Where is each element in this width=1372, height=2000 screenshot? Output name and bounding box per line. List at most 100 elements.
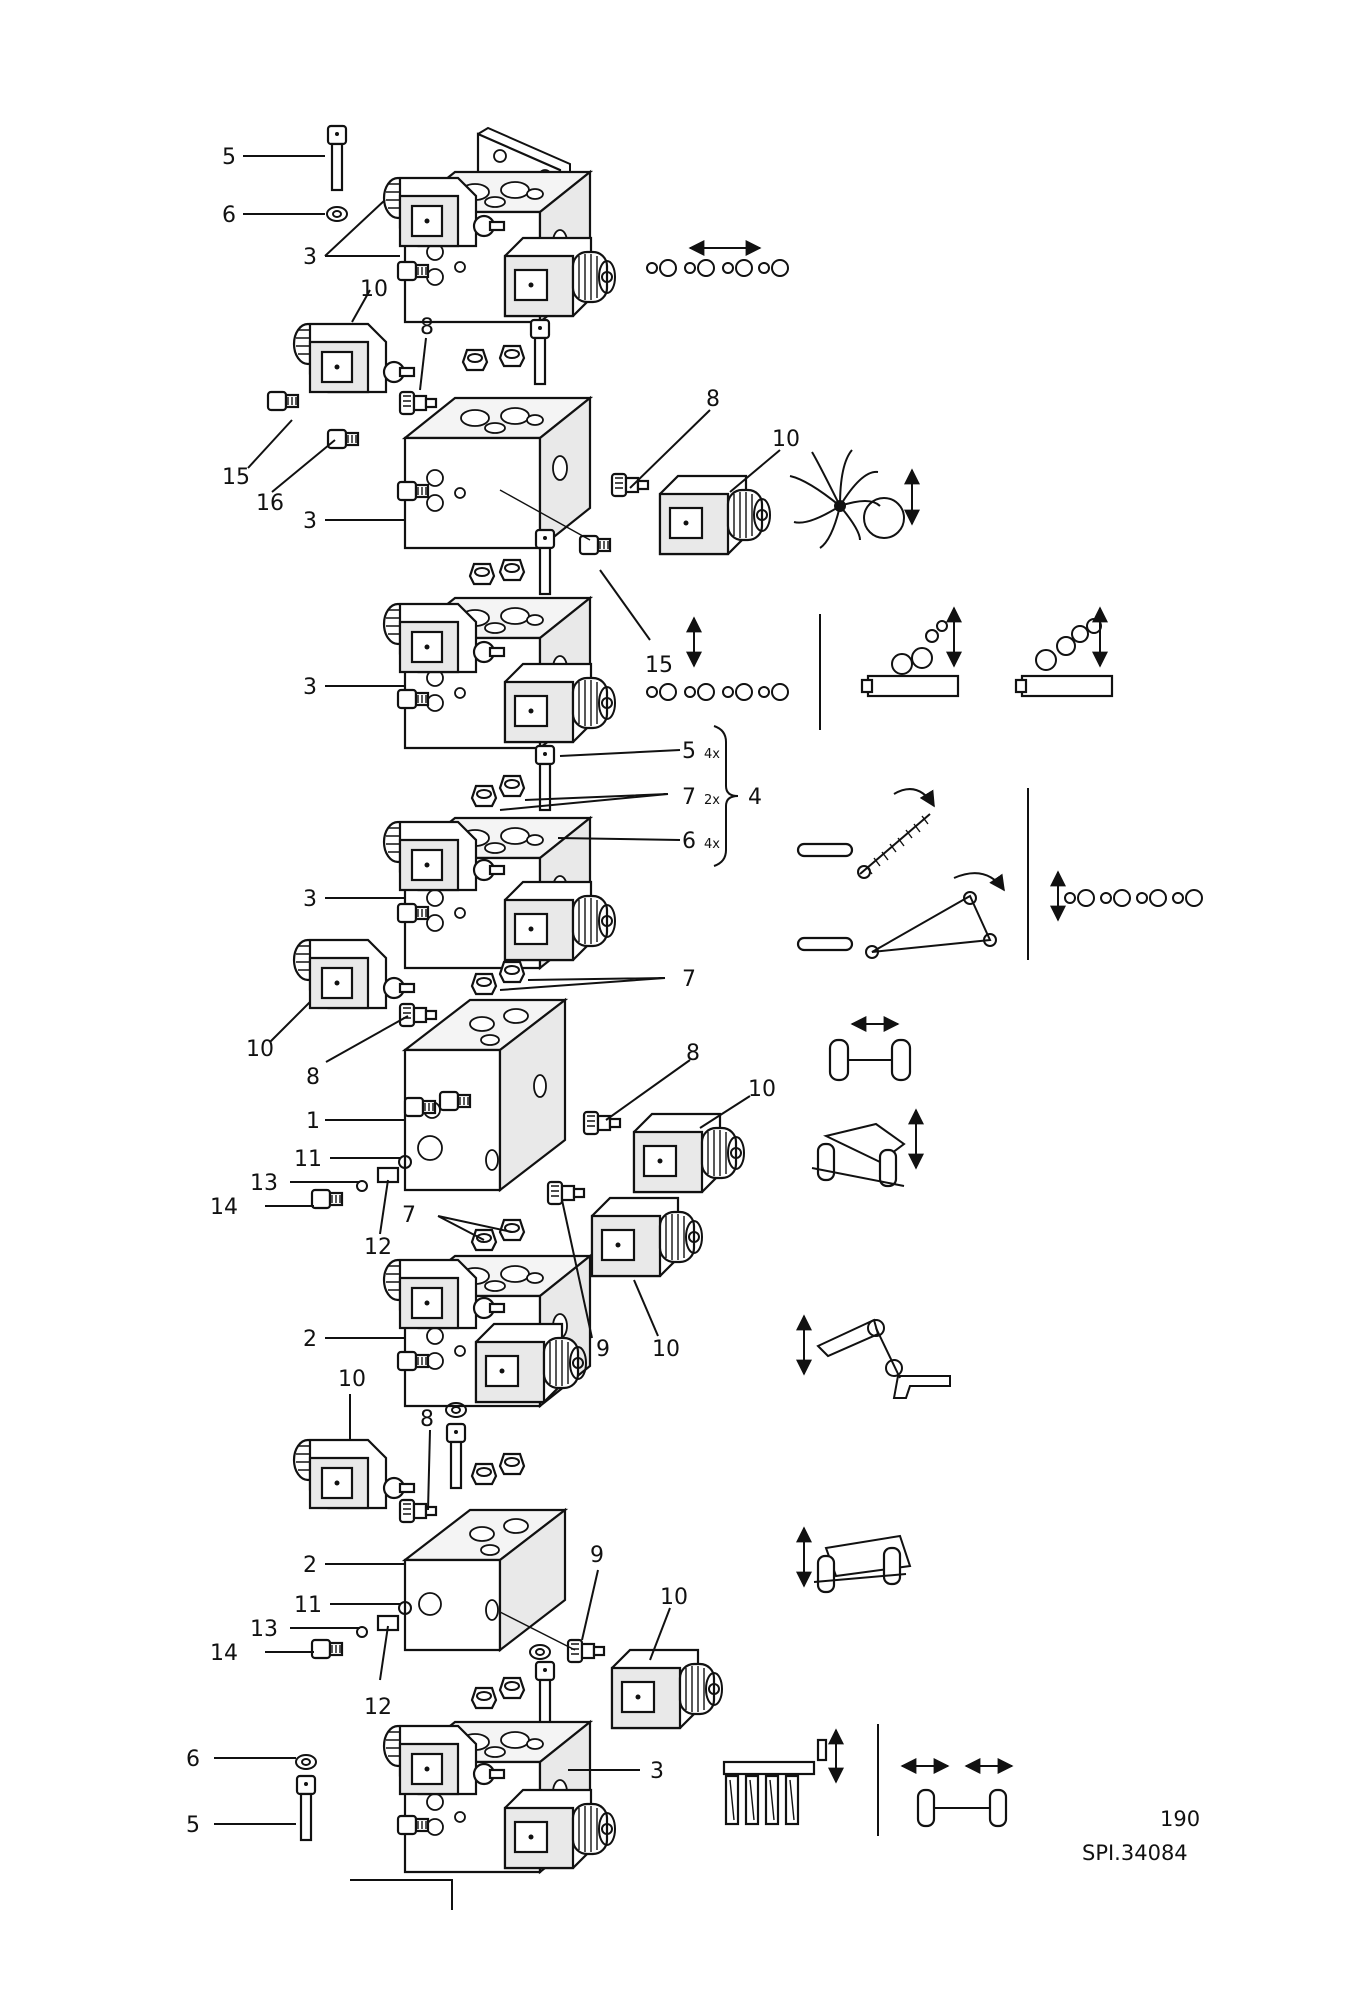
label-8-d: 8 (686, 1041, 700, 1066)
label-qty-4x-a: 4x (704, 747, 720, 762)
coil-10-right-c (590, 1196, 704, 1278)
label-12-b: 12 (364, 1695, 392, 1720)
symbol-reel-lift (789, 449, 920, 549)
label-10-d: 10 (748, 1077, 776, 1102)
label-1: 1 (306, 1109, 320, 1134)
valve-block-1 (401, 997, 569, 1193)
label-3-row3: 3 (303, 675, 317, 700)
bolt-row3 (534, 528, 556, 596)
label-2-b: 2 (303, 1553, 317, 1578)
label-7-row6: 7 (402, 1203, 416, 1228)
stem-8-d (582, 1110, 622, 1136)
label-5-top: 5 (222, 145, 236, 170)
label-15-b: 15 (645, 653, 673, 678)
symbol-lift-circles-b (1050, 870, 1203, 922)
symbol-arm-lift (796, 1314, 951, 1399)
label-3-row4: 3 (303, 887, 317, 912)
bolt-bottom (295, 1774, 317, 1842)
label-4-set: 4 (748, 785, 762, 810)
label-8-b: 8 (706, 387, 720, 412)
label-3-row2: 3 (303, 509, 317, 534)
label-6-top: 6 (222, 203, 236, 228)
fitting-top (396, 260, 430, 282)
label-7-set4: 7 (682, 785, 696, 810)
valve-block-3-row2 (403, 396, 592, 550)
label-8-e: 8 (420, 1407, 434, 1432)
symbol-cutter-rise-b (1014, 606, 1114, 698)
plug-row7-a (470, 1462, 498, 1486)
page-number: 190 (1160, 1807, 1200, 1831)
valve-block-2-b (401, 1507, 569, 1653)
bottom-bracket (350, 1879, 453, 1910)
stem-9-a (546, 1180, 586, 1206)
coil-10-left-c (292, 1438, 416, 1510)
symbol-lift-circles (646, 616, 789, 701)
label-13-b: 13 (250, 1617, 278, 1642)
label-15-a: 15 (222, 465, 250, 490)
label-8-a: 8 (420, 315, 434, 340)
label-13-a: 13 (250, 1171, 278, 1196)
label-5-bottom: 5 (186, 1813, 200, 1838)
symbol-cutter-rise-a (860, 606, 962, 698)
bolt-row7 (445, 1422, 467, 1490)
label-6-bottom: 6 (186, 1747, 200, 1772)
coil-row4-front (503, 880, 617, 962)
plug-set4-b (498, 774, 526, 798)
plug-set4-a (470, 784, 498, 808)
coil-row3-front (503, 662, 617, 744)
plug-pair-a (461, 348, 489, 372)
symbol-header-lift (722, 1728, 844, 1826)
washer-row8 (529, 1644, 551, 1660)
fitting-bottom (396, 1814, 430, 1836)
coil-10-left-a (292, 322, 416, 394)
plug-row5-a (470, 972, 498, 996)
leader-lines (214, 155, 781, 1825)
symbol-axle-width (828, 1016, 912, 1082)
washer-bottom (295, 1754, 317, 1770)
fitting-row6 (396, 1350, 430, 1372)
plug-row7-b (498, 1452, 526, 1476)
label-6-set4: 6 (682, 829, 696, 854)
plug-row8-a (470, 1686, 498, 1710)
ball-13-a (356, 1180, 368, 1192)
coil-bottom-front (503, 1788, 617, 1870)
plug-row8-b (498, 1676, 526, 1700)
label-3-bottom: 3 (650, 1759, 664, 1784)
label-12-a: 12 (364, 1235, 392, 1260)
label-3-top: 3 (303, 245, 317, 270)
plug-pair-b (498, 344, 526, 368)
label-11-a: 11 (294, 1147, 322, 1172)
label-10-g: 10 (660, 1585, 688, 1610)
ball-13-b (356, 1626, 368, 1638)
plug-15-a (266, 390, 300, 412)
stem-8-c (398, 1002, 438, 1028)
stem-8-e (398, 1498, 438, 1524)
plug-14-b (310, 1638, 344, 1660)
label-14-b: 14 (210, 1641, 238, 1666)
label-qty-2x: 2x (704, 793, 720, 808)
bolt-row2 (529, 318, 551, 386)
label-14-a: 14 (210, 1195, 238, 1220)
label-10-c: 10 (246, 1037, 274, 1062)
coil-10-right-a (658, 474, 772, 556)
coil-10-left-b (292, 938, 416, 1010)
fitting-row5-a (403, 1096, 437, 1118)
plug-pair-c (468, 562, 496, 586)
label-9-a: 9 (596, 1337, 610, 1362)
symbol-chassis-lift (811, 1108, 924, 1188)
bolt-top (326, 124, 348, 192)
label-10-a: 10 (360, 277, 388, 302)
brace-set4 (713, 725, 739, 867)
plug-15-b (578, 534, 612, 556)
symbol-twin-axle-width (900, 1758, 1014, 1828)
plug-row5-b (498, 960, 526, 984)
label-16: 16 (256, 491, 284, 516)
label-9-b: 9 (590, 1543, 604, 1568)
fitting-16 (326, 428, 360, 450)
label-10-e: 10 (652, 1337, 680, 1362)
label-8-c: 8 (306, 1065, 320, 1090)
fitting-row3 (396, 688, 430, 710)
label-10-b: 10 (772, 427, 800, 452)
